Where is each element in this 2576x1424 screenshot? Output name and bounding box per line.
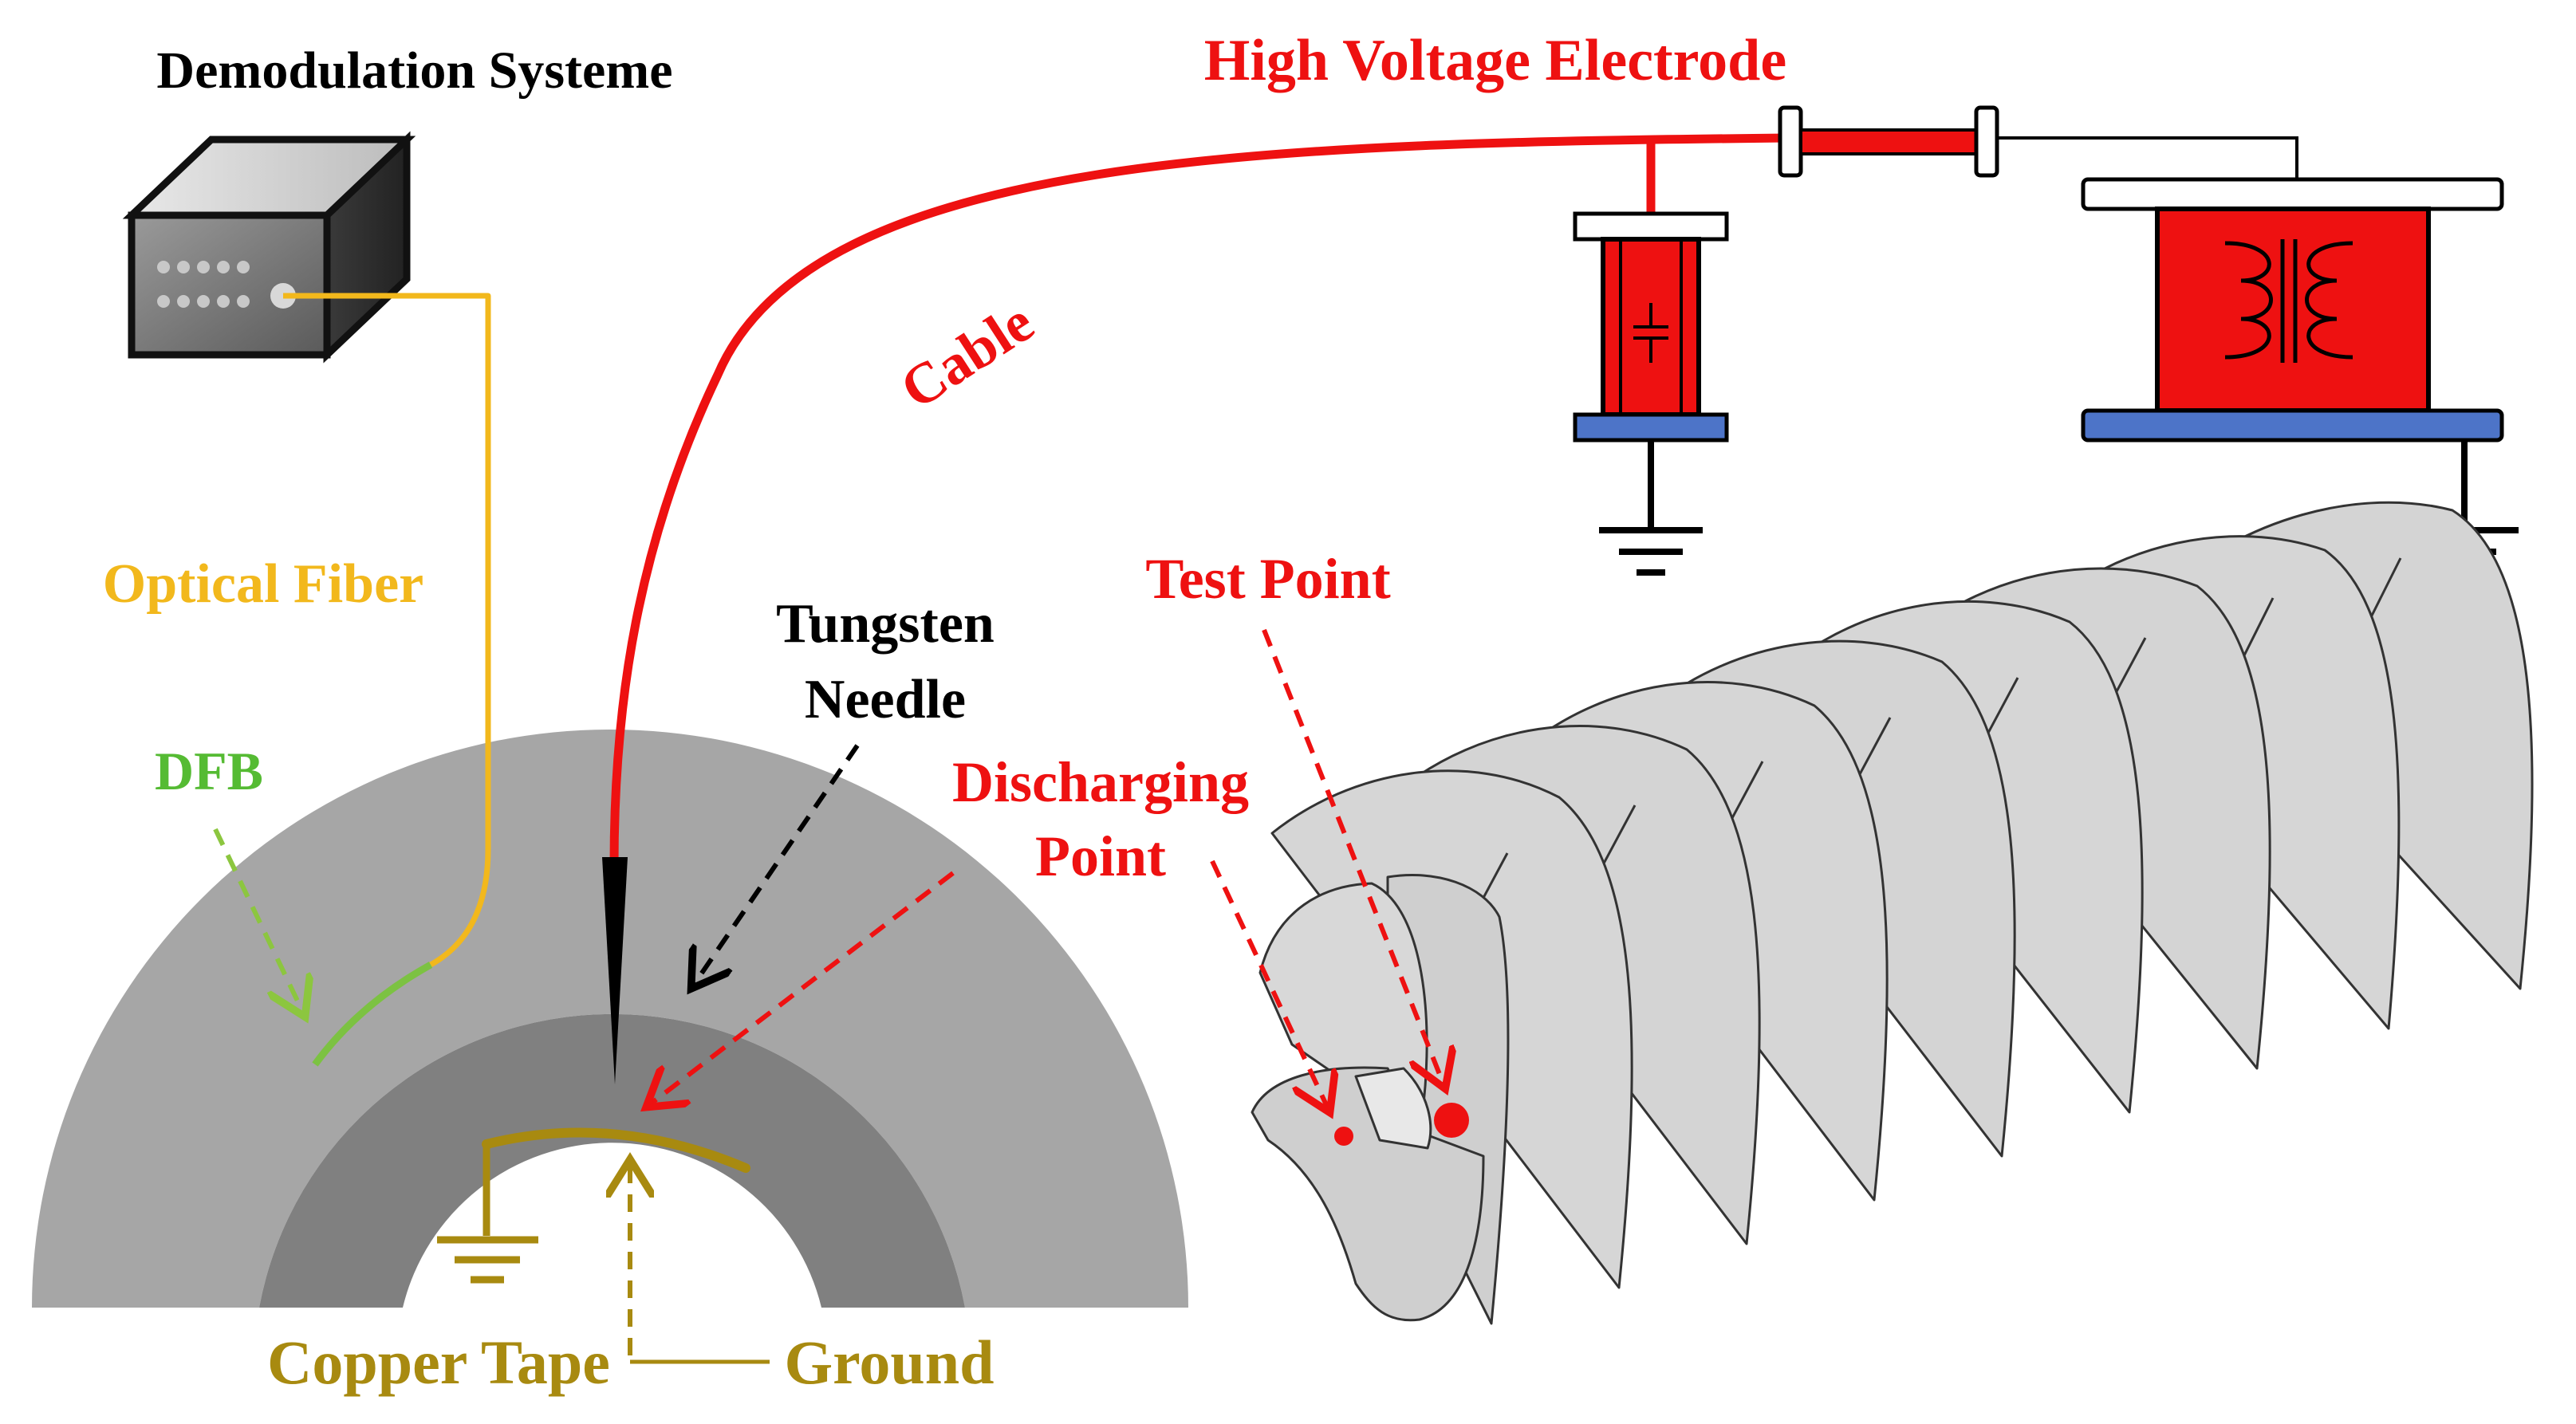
needle-label: Needle (805, 669, 966, 730)
point-label: Point (1035, 824, 1166, 888)
test-point-label: Test Point (1145, 547, 1390, 611)
ground-symbol-icon (1599, 440, 1703, 576)
sample-cross-section (32, 730, 1188, 1308)
dfb-arrow (213, 828, 303, 1013)
capacitor-divider (1573, 138, 1729, 576)
insulator-3d (1251, 501, 2534, 1325)
ground-label: Ground (784, 1328, 994, 1397)
demodulation-system-label: Demodulation Systeme (156, 41, 672, 100)
indicator-dots (157, 261, 250, 308)
dfb-sensor (312, 962, 433, 1067)
optical-fiber (283, 293, 491, 968)
copper-tape-label: Copper Tape (267, 1328, 610, 1397)
cable-label: Cable (889, 289, 1045, 421)
discharging-label: Discharging (952, 750, 1249, 814)
copper-tape (482, 1127, 750, 1173)
discharging-point-arrow-left (650, 871, 955, 1104)
test-point-dot (1434, 1103, 1469, 1138)
tungsten-needle (602, 857, 628, 1084)
discharging-point-dot (1334, 1127, 1353, 1146)
dfb-label: DFB (155, 741, 263, 801)
cable (609, 133, 1787, 866)
tungsten-needle-arrow (694, 744, 860, 985)
discharging-point-arrow-right (1210, 860, 1328, 1108)
high-voltage-electrode-label: High Voltage Electrode (1204, 28, 1786, 93)
tungsten-label: Tungsten (776, 593, 995, 655)
capacitor-symbol-icon (1633, 303, 1668, 363)
transformer-symbol-icon (2224, 239, 2353, 363)
ground-symbol-icon (437, 1144, 538, 1284)
demodulation-system-box (122, 131, 416, 364)
high-voltage-electrode (1778, 105, 1999, 178)
test-transformer (2081, 177, 2519, 576)
transformer-lead (1997, 136, 2298, 179)
test-point-arrow (1262, 628, 1444, 1084)
optical-fiber-label: Optical Fiber (103, 553, 423, 615)
